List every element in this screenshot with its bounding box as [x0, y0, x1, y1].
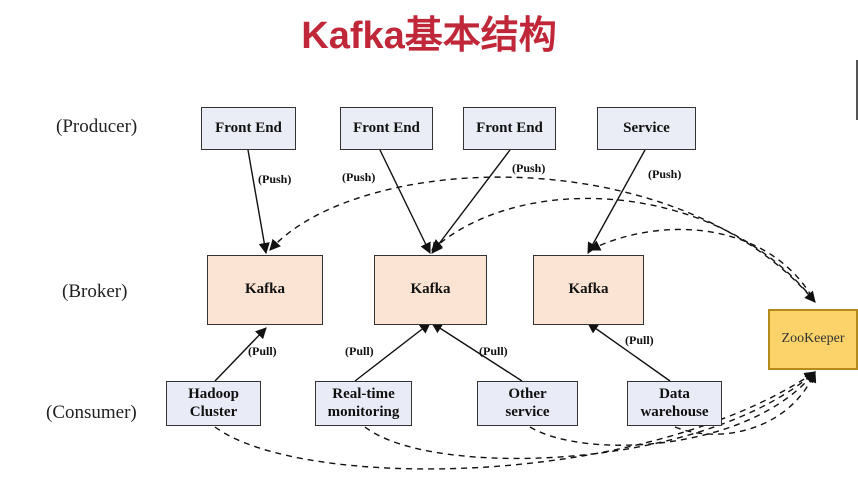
zk-link-broker-3: [588, 228, 816, 303]
consumer-data-warehouse: Data warehouse: [627, 381, 722, 426]
pull-label-3: (Pull): [479, 344, 508, 358]
row-label-consumer: (Consumer): [46, 402, 137, 423]
consumer-line: Hadoop: [188, 386, 239, 403]
consumer-hadoop-cluster: Hadoop Cluster: [166, 381, 261, 426]
zk-link-broker-1: [269, 176, 816, 303]
pull-arrow-4: [587, 322, 671, 382]
row-label-producer: (Producer): [56, 116, 138, 137]
broker-kafka-2: Kafka: [374, 255, 487, 325]
consumer-line: monitoring: [327, 403, 400, 420]
pull-label-2: (Pull): [345, 344, 374, 358]
zookeeper-node: ZooKeeper: [768, 309, 858, 370]
push-arrow-3: [431, 149, 511, 254]
zk-link-consumer-4: [674, 370, 817, 435]
consumer-other-service: Other service: [477, 381, 578, 426]
broker-kafka-1: Kafka: [207, 255, 323, 325]
consumer-line: Data: [659, 386, 690, 403]
consumer-line: warehouse: [640, 403, 709, 420]
push-label-3: (Push): [512, 161, 545, 175]
row-label-broker: (Broker): [62, 281, 128, 302]
push-arrow-4: [587, 149, 646, 254]
push-arrow-1: [247, 149, 270, 255]
push-label-4: (Push): [648, 167, 681, 181]
consumer-line: Real-time: [332, 386, 395, 403]
consumer-line: Other: [508, 386, 547, 403]
producer-service: Service: [597, 107, 696, 150]
scroll-edge: [856, 60, 858, 120]
producer-front-end-1: Front End: [201, 107, 296, 150]
broker-kafka-3: Kafka: [533, 255, 644, 325]
producer-front-end-2: Front End: [340, 107, 433, 150]
pull-arrow-1: [214, 327, 267, 382]
consumer-realtime-monitoring: Real-time monitoring: [315, 381, 412, 426]
pull-arrow-3: [431, 322, 523, 382]
page-title: Kafka基本结构: [301, 15, 557, 57]
zk-link-consumer-2: [364, 371, 816, 460]
consumer-line: Cluster: [189, 403, 238, 420]
push-arrow-2: [379, 149, 431, 255]
pull-arrow-2: [354, 322, 431, 382]
pull-label-4: (Pull): [625, 333, 654, 347]
zk-link-consumer-3: [529, 371, 816, 446]
producer-front-end-3: Front End: [463, 107, 556, 150]
push-label-1: (Push): [258, 172, 291, 186]
pull-label-1: (Pull): [248, 344, 277, 358]
zk-link-broker-2: [431, 197, 816, 303]
zk-link-consumer-1: [214, 371, 816, 470]
push-label-2: (Push): [342, 170, 375, 184]
consumer-line: service: [505, 403, 550, 420]
